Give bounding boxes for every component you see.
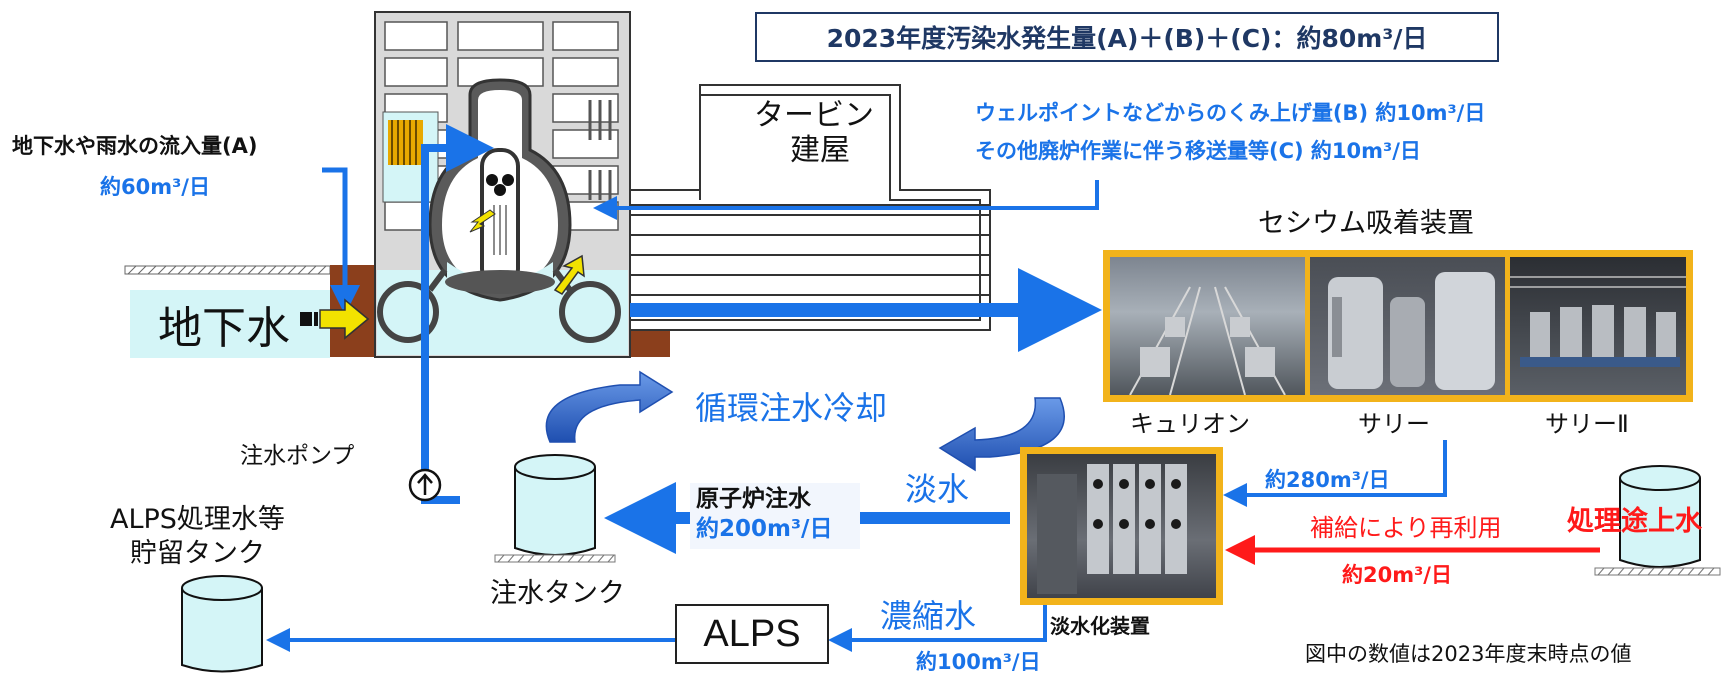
reactor-building <box>374 11 631 358</box>
desalination-device-label: 淡水化装置 <box>1050 614 1150 638</box>
footnote: 図中の数値は2023年度末時点の値 <box>1305 642 1632 666</box>
spent-fuel-pool <box>388 120 423 165</box>
amount-280-label: 約280m³/日 <box>1265 468 1390 492</box>
sarry-label: サリー <box>1358 410 1430 438</box>
circulation-icon <box>545 370 1065 472</box>
groundwater-area: 地下水 <box>130 290 330 358</box>
wellpoint-b-label: ウェルポイントなどからのくみ上げ量(B) 約10m³/日 <box>975 101 1486 125</box>
in-process-tank-icon <box>1594 465 1721 576</box>
alps-storage-tank-icon <box>181 575 263 673</box>
injection-pump-icon <box>408 468 442 502</box>
alps-box: ALPS <box>675 604 829 664</box>
sarry2-label: サリーⅡ <box>1545 410 1629 438</box>
page-title: 2023年度汚染水発生量(A)＋(B)＋(C)：約80m³/日 <box>755 12 1499 62</box>
kurion-label: キュリオン <box>1130 410 1250 438</box>
reactor-injection-label: 原子炉注水 <box>696 486 811 512</box>
groundwater-inflow-amount: 約60m³/日 <box>100 175 210 199</box>
sarry2-photo <box>1510 257 1686 395</box>
amount-100-label: 約100m³/日 <box>916 650 1041 674</box>
alps-storage-label-2: 貯留タンク <box>130 538 265 569</box>
other-transfer-c-label: その他廃炉作業に伴う移送量等(C) 約10m³/日 <box>975 139 1421 163</box>
reactor-injection-amount: 約200m³/日 <box>696 516 833 542</box>
circulation-cooling-label: 循環注水冷却 <box>695 389 888 427</box>
groundwater-label: 地下水 <box>158 303 290 354</box>
turbine-building-label-2: 建屋 <box>790 133 850 168</box>
turbine-building-label-1: タービン <box>754 98 874 133</box>
groundwater-inflow-label: 地下水や雨水の流入量(A) <box>12 134 258 158</box>
reuse-label: 補給により再利用 <box>1310 514 1502 542</box>
injection-tank-label: 注水タンク <box>490 578 625 609</box>
cesium-device-label: セシウム吸着装置 <box>1258 208 1474 239</box>
in-process-water-label: 処理途上水 <box>1567 506 1702 537</box>
alps-label: ALPS <box>703 612 801 655</box>
concentrated-water-label: 濃縮水 <box>880 597 977 635</box>
kurion-photo <box>1110 257 1305 395</box>
reactor-injection-box <box>690 483 860 549</box>
injection-pump-label: 注水ポンプ <box>240 443 355 469</box>
sarry-photo <box>1310 257 1505 395</box>
ground-hatch <box>124 265 331 275</box>
amount-20-label: 約20m³/日 <box>1342 563 1452 587</box>
fresh-water-label: 淡水 <box>905 470 970 508</box>
desalination-photo <box>1027 454 1216 598</box>
injection-tank-icon <box>494 454 616 563</box>
alps-storage-label-1: ALPS処理水等 <box>110 504 285 535</box>
leak-arrow <box>469 209 496 233</box>
groundwater-arrow-front <box>300 298 370 340</box>
torus-right <box>559 281 621 343</box>
leak-arrow <box>553 254 585 295</box>
